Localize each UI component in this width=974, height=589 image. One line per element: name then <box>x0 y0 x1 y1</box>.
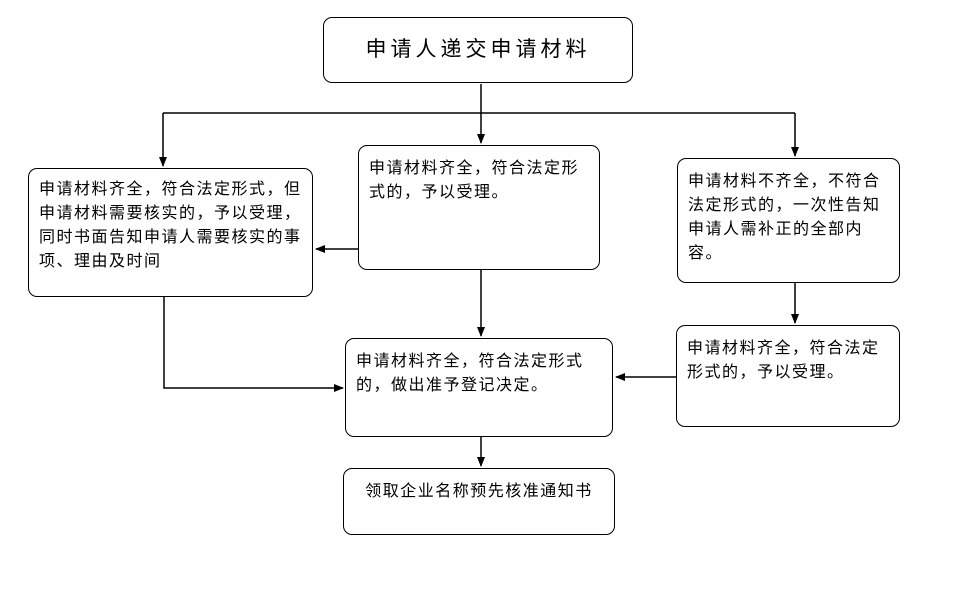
edge-verify-decision <box>163 297 344 392</box>
node-receive-notice: 领取企业名称预先核准通知书 <box>343 468 615 535</box>
node-incomplete-notify-label: 申请材料不齐全，不符合法定形式的，一次性告知申请人需补正的全部内容。 <box>688 173 881 262</box>
node-corrected-accepted-label: 申请材料齐全，符合法定形式的，予以受理。 <box>687 340 880 381</box>
node-corrected-accepted: 申请材料齐全，符合法定形式的，予以受理。 <box>676 325 900 427</box>
node-verification-needed-label: 申请材料齐全，符合法定形式，但申请材料需要核实的，予以受理，同时书面告知申请人需… <box>39 181 302 270</box>
node-receive-notice-label: 领取企业名称预先核准通知书 <box>365 483 593 500</box>
node-registration-decision-label: 申请材料齐全，符合法定形式的，做出准予登记决定。 <box>356 353 584 394</box>
node-verification-needed: 申请材料齐全，符合法定形式，但申请材料需要核实的，予以受理，同时书面告知申请人需… <box>28 168 313 297</box>
node-complete-accepted-label: 申请材料齐全，符合法定形式的，予以受理。 <box>369 160 580 201</box>
node-incomplete-notify: 申请材料不齐全，不符合法定形式的，一次性告知申请人需补正的全部内容。 <box>677 158 900 283</box>
node-registration-decision: 申请材料齐全，符合法定形式的，做出准予登记决定。 <box>345 338 613 437</box>
node-complete-accepted: 申请材料齐全，符合法定形式的，予以受理。 <box>358 145 600 270</box>
node-submit-materials-label: 申请人递交申请材料 <box>365 38 591 61</box>
node-submit-materials: 申请人递交申请材料 <box>323 17 633 83</box>
